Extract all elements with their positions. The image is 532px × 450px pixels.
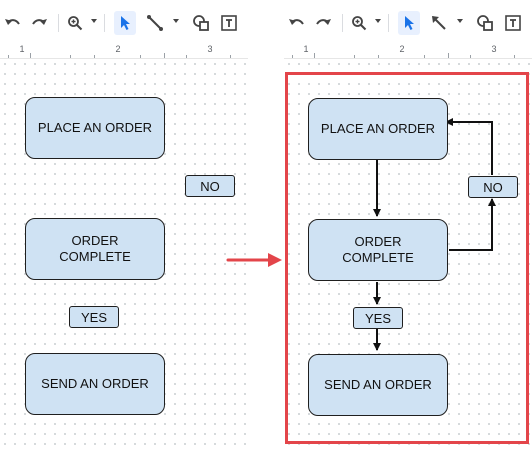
horizontal-ruler: 1 2 3 bbox=[284, 44, 532, 59]
no-label[interactable]: NO bbox=[185, 175, 235, 197]
textbox-icon[interactable] bbox=[502, 11, 524, 35]
drawing-before-panel: 1 2 3 PLACE AN ORDER NO ORDER COMPLETE Y… bbox=[0, 0, 248, 450]
place-order-shape[interactable]: PLACE AN ORDER bbox=[308, 98, 448, 160]
zoom-dropdown-icon[interactable] bbox=[374, 17, 382, 25]
drawing-toolbar bbox=[0, 0, 248, 45]
order-complete-shape[interactable]: ORDER COMPLETE bbox=[25, 218, 165, 280]
send-order-shape[interactable]: SEND AN ORDER bbox=[308, 354, 448, 416]
select-icon[interactable] bbox=[398, 11, 420, 35]
undo-icon[interactable] bbox=[2, 11, 24, 35]
ruler-mark: 2 bbox=[399, 44, 405, 54]
zoom-icon[interactable] bbox=[64, 11, 86, 35]
shape-icon[interactable] bbox=[474, 11, 496, 35]
yes-label[interactable]: YES bbox=[69, 306, 119, 328]
connector-lines[interactable] bbox=[284, 59, 532, 450]
no-label[interactable]: NO bbox=[468, 176, 518, 198]
place-order-shape[interactable]: PLACE AN ORDER bbox=[25, 97, 165, 159]
drawing-canvas[interactable]: PLACE AN ORDER NO ORDER COMPLETE YES SEN… bbox=[284, 59, 532, 450]
line-dropdown-icon[interactable] bbox=[456, 17, 464, 25]
ruler-mark: 3 bbox=[207, 44, 213, 54]
connector-arrow[interactable] bbox=[449, 198, 496, 251]
highlight-frame bbox=[285, 72, 529, 444]
redo-icon[interactable] bbox=[312, 11, 334, 35]
send-order-shape[interactable]: SEND AN ORDER bbox=[25, 353, 165, 415]
connector-arrow[interactable] bbox=[445, 118, 493, 175]
line-icon[interactable] bbox=[144, 11, 166, 35]
line-dropdown-icon[interactable] bbox=[172, 17, 180, 25]
line-icon[interactable] bbox=[428, 11, 450, 35]
select-icon[interactable] bbox=[114, 11, 136, 35]
ruler-mark: 1 bbox=[19, 44, 25, 54]
ruler-mark: 1 bbox=[303, 44, 309, 54]
ruler-mark: 2 bbox=[115, 44, 121, 54]
shape-icon[interactable] bbox=[190, 11, 212, 35]
zoom-icon[interactable] bbox=[348, 11, 370, 35]
ruler-mark: 3 bbox=[491, 44, 497, 54]
arrow-right-icon bbox=[226, 253, 282, 267]
zoom-dropdown-icon[interactable] bbox=[90, 17, 98, 25]
drawing-toolbar bbox=[284, 0, 532, 45]
redo-icon[interactable] bbox=[28, 11, 50, 35]
yes-label[interactable]: YES bbox=[353, 307, 403, 329]
horizontal-ruler: 1 2 3 bbox=[0, 44, 248, 59]
textbox-icon[interactable] bbox=[218, 11, 240, 35]
drawing-after-panel: 1 2 3 PLACE AN ORDER NO ORDER COMPLETE Y… bbox=[284, 0, 532, 450]
order-complete-shape[interactable]: ORDER COMPLETE bbox=[308, 219, 448, 281]
undo-icon[interactable] bbox=[286, 11, 308, 35]
drawing-canvas[interactable]: PLACE AN ORDER NO ORDER COMPLETE YES SEN… bbox=[0, 59, 248, 450]
